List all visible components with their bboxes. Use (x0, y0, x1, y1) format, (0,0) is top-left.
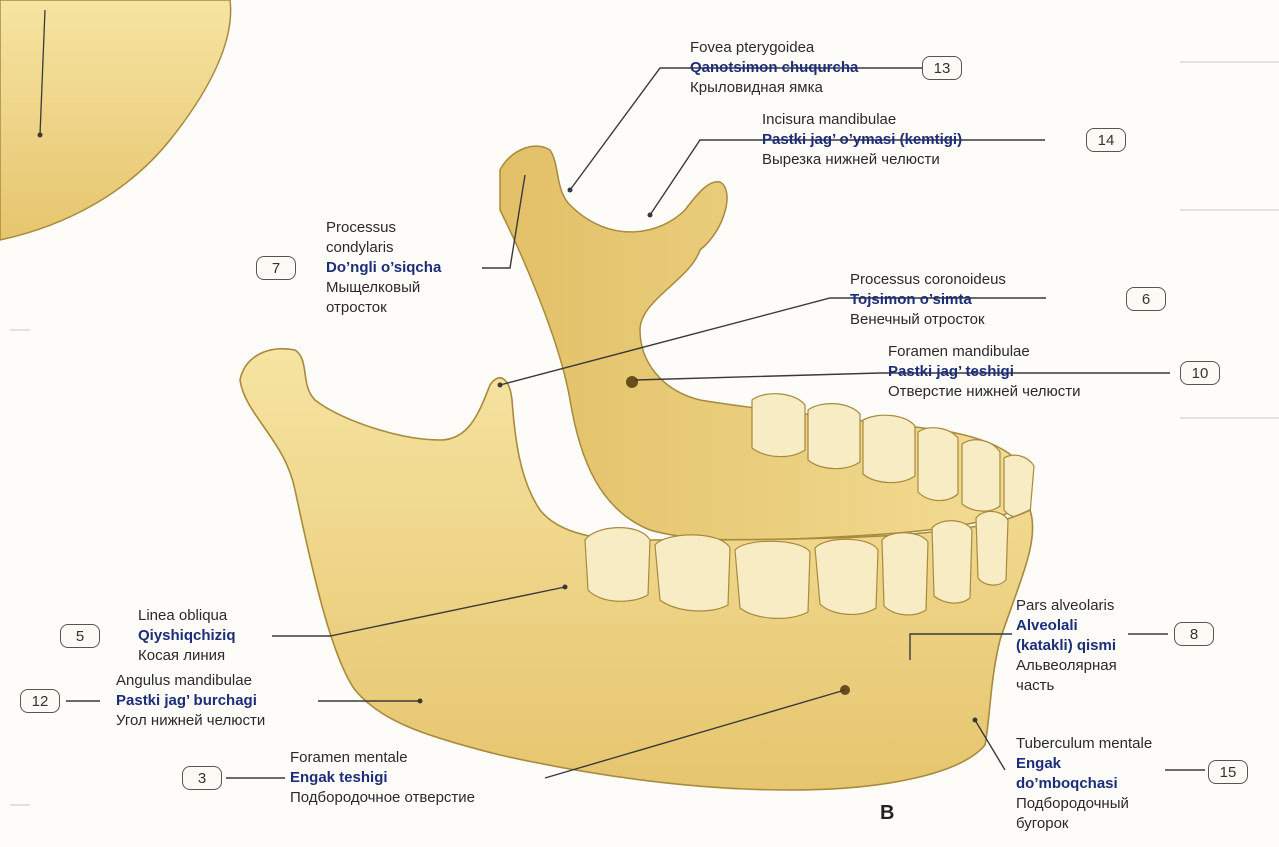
label-8: Pars alveolaris Alveolali (katakli) qism… (1016, 596, 1117, 696)
figure-letter: B (880, 802, 894, 825)
callout-number-3: 3 (182, 766, 222, 790)
callout-number-13: 13 (922, 56, 962, 80)
fragment-leader-dot (38, 133, 43, 138)
label-12: Angulus mandibulae Pastki jag’ burchagi … (116, 671, 265, 731)
label-14-latin: Incisura mandibulae (762, 110, 962, 130)
label-5-latin: Linea obliqua (138, 606, 236, 626)
label-7-latin-1: Processus (326, 218, 441, 238)
label-10-latin: Foramen mandibulae (888, 342, 1081, 362)
label-8-uzbek-2: (katakli) qismi (1016, 636, 1117, 656)
label-3-latin: Foramen mentale (290, 748, 475, 768)
callout-number-15: 15 (1208, 760, 1248, 784)
label-12-latin: Angulus mandibulae (116, 671, 265, 691)
label-13-uzbek: Qanotsimon chuqurcha (690, 58, 858, 78)
label-3-uzbek: Engak teshigi (290, 768, 475, 788)
callout-number-7: 7 (256, 256, 296, 280)
label-15-uzbek-2: do’mboqchasi (1016, 774, 1152, 794)
skull-fragment (0, 0, 231, 240)
label-13-russian: Крыловидная ямка (690, 78, 858, 98)
label-5-uzbek: Qiyshiqchiziq (138, 626, 236, 646)
mandibular-foramen-dot (626, 376, 638, 388)
callout-number-6: 6 (1126, 287, 1166, 311)
label-7-uzbek: Do’ngli o’siqcha (326, 258, 441, 278)
label-13: Fovea pterygoidea Qanotsimon chuqurcha К… (690, 38, 858, 98)
label-15-russian-2: бугорок (1016, 814, 1152, 834)
label-12-uzbek: Pastki jag’ burchagi (116, 691, 265, 711)
label-6-latin: Processus coronoideus (850, 270, 1006, 290)
label-15: Tuberculum mentale Engak do’mboqchasi По… (1016, 734, 1152, 834)
label-14-uzbek: Pastki jag’ o’ymasi (kemtigi) (762, 130, 962, 150)
label-10: Foramen mandibulae Pastki jag’ teshigi О… (888, 342, 1081, 402)
callout-number-5: 5 (60, 624, 100, 648)
label-8-russian-1: Альвеолярная (1016, 656, 1117, 676)
label-3-russian: Подбородочное отверстие (290, 788, 475, 808)
callout-number-14: 14 (1086, 128, 1126, 152)
label-15-uzbek-1: Engak (1016, 754, 1152, 774)
label-14: Incisura mandibulae Pastki jag’ o’ymasi … (762, 110, 962, 170)
label-12-russian: Угол нижней челюсти (116, 711, 265, 731)
label-14-russian: Вырезка нижней челюсти (762, 150, 962, 170)
label-5-russian: Косая линия (138, 646, 236, 666)
label-8-uzbek-1: Alveolali (1016, 616, 1117, 636)
label-7-russian-1: Мыщелковый (326, 278, 441, 298)
label-8-latin: Pars alveolaris (1016, 596, 1117, 616)
label-6-russian: Венечный отросток (850, 310, 1006, 330)
label-7: Processus condylaris Do’ngli o’siqcha Мы… (326, 218, 441, 318)
callout-number-10: 10 (1180, 361, 1220, 385)
label-3: Foramen mentale Engak teshigi Подбородоч… (290, 748, 475, 808)
label-15-russian-1: Подбородочный (1016, 794, 1152, 814)
label-7-russian-2: отросток (326, 298, 441, 318)
label-10-russian: Отверстие нижней челюсти (888, 382, 1081, 402)
label-5: Linea obliqua Qiyshiqchiziq Косая линия (138, 606, 236, 666)
label-6-uzbek: Tojsimon o’simta (850, 290, 1006, 310)
label-10-uzbek: Pastki jag’ teshigi (888, 362, 1081, 382)
label-15-latin: Tuberculum mentale (1016, 734, 1152, 754)
label-6: Processus coronoideus Tojsimon o’simta В… (850, 270, 1006, 330)
callout-number-8: 8 (1174, 622, 1214, 646)
label-8-russian-2: часть (1016, 676, 1117, 696)
callout-number-12: 12 (20, 689, 60, 713)
label-7-latin-2: condylaris (326, 238, 441, 258)
label-13-latin: Fovea pterygoidea (690, 38, 858, 58)
